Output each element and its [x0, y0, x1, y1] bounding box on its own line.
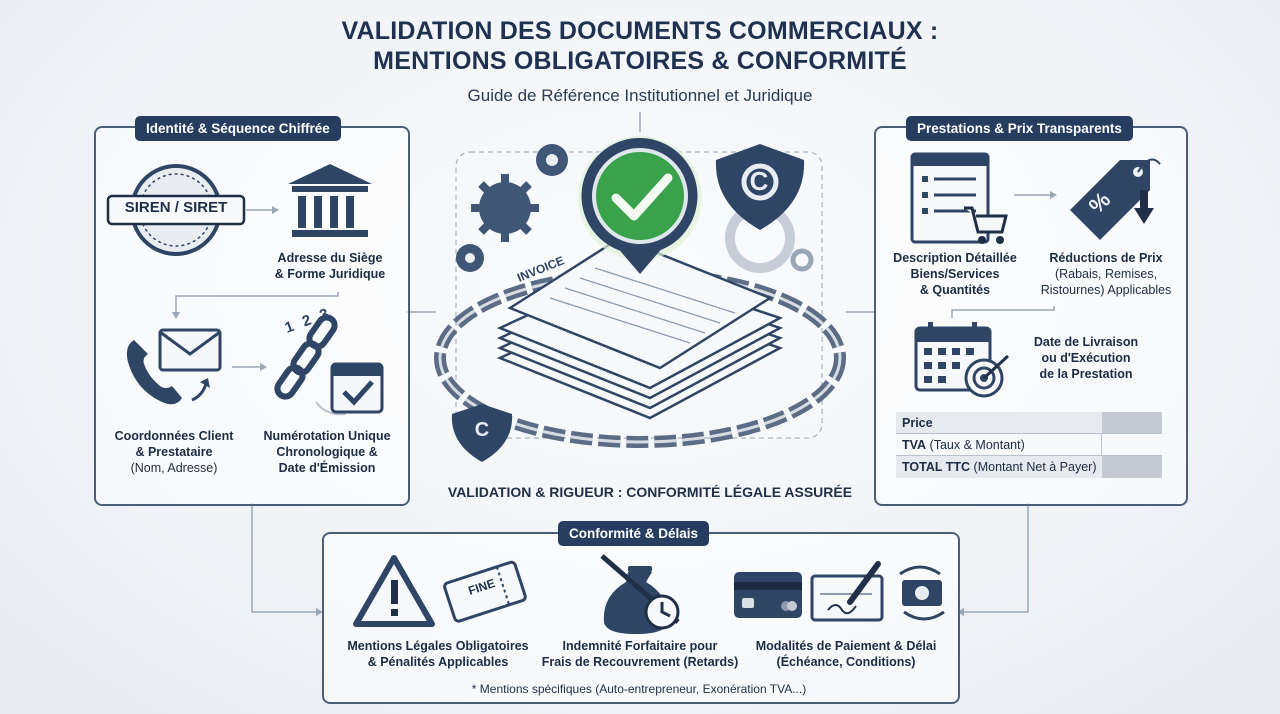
footnote: * Mentions spécifiques (Auto-entrepreneu…: [471, 682, 807, 696]
compliance-badge: Conformité & Délais: [558, 521, 710, 546]
shield-letter: C: [749, 166, 769, 196]
contact-label: Coordonnées Client& Prestataire(Nom, Adr…: [114, 429, 234, 475]
price-row: Price: [896, 412, 1162, 434]
chain-calendar-icon: [274, 314, 384, 416]
price-table: Price TVA (Taux & Montant) TOTAL TTC (Mo…: [896, 412, 1162, 478]
center-invoice-illustration: [434, 136, 846, 462]
arrow-right-icon: [246, 206, 279, 214]
money-bag-clock-icon: [600, 554, 680, 634]
arrow-bend-icon: [951, 306, 1055, 318]
center-caption: VALIDATION & RIGUEUR : CONFORMITÉ LÉGALE…: [447, 484, 853, 500]
payment-methods-icon: [734, 561, 945, 622]
siren-seal-icon: [106, 164, 246, 256]
identity-badge: Identité & Séquence Chiffrée: [135, 116, 341, 141]
total-row: TOTAL TTC (Montant Net à Payer): [896, 456, 1162, 478]
phone-mail-icon: [126, 328, 222, 405]
siren-label: SIREN / SIRET: [124, 199, 228, 216]
reductions-label: Réductions de Prix(Rabais, Remises,Risto…: [1040, 251, 1172, 297]
arrow-right-icon: [1014, 191, 1057, 199]
title-line-2: MENTIONS OBLIGATOIRES & CONFORMITÉ: [373, 47, 907, 75]
mentions-label: Mentions Légales Obligatoires& Pénalités…: [347, 639, 529, 669]
arrow-right-icon: [232, 363, 267, 371]
pricing-badge: Prestations & Prix Transparents: [906, 116, 1133, 141]
title-line-1: VALIDATION DES DOCUMENTS COMMERCIAUX :: [341, 17, 939, 45]
subtitle: Guide de Référence Institutionnel et Jur…: [467, 86, 813, 105]
document-cart-icon: [910, 152, 1008, 244]
address-label: Adresse du Siège& Forme Juridique: [274, 251, 386, 281]
bank-building-icon: [288, 164, 372, 237]
calendar-target-icon: [914, 322, 1010, 398]
warning-ticket-icon: [353, 555, 527, 627]
shield-letter-small: C: [474, 419, 490, 441]
tva-row: TVA (Taux & Montant): [896, 434, 1162, 456]
paiement-label: Modalités de Paiement & Délai(Échéance, …: [755, 639, 937, 669]
price-tag-icon: [1070, 158, 1161, 240]
arrow-bend-icon: [172, 292, 339, 319]
